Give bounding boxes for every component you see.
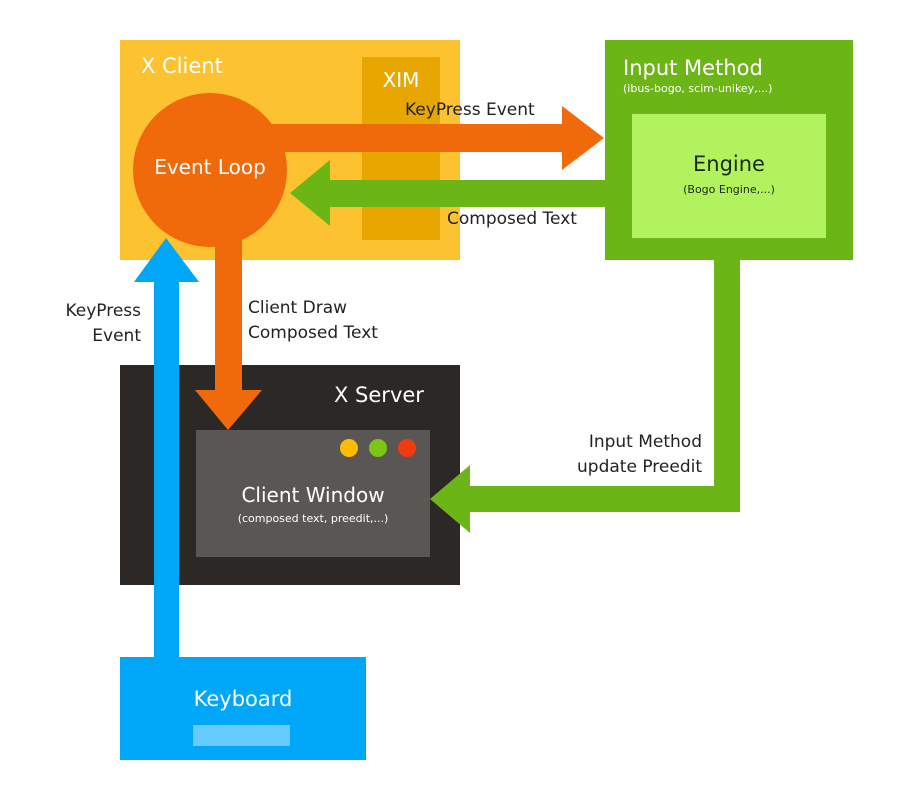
client-window-box bbox=[196, 430, 430, 557]
window-minimize-dot bbox=[340, 439, 358, 457]
keyboard-event-label-line1: KeyPress bbox=[65, 301, 141, 321]
client-window-title: Client Window bbox=[241, 483, 385, 507]
composed-text-label: Composed Text bbox=[447, 209, 577, 229]
keypress-arrow-right bbox=[270, 106, 604, 170]
client-draw-label-line1: Client Draw bbox=[248, 298, 348, 318]
preedit-label-line2: update Preedit bbox=[577, 457, 702, 477]
keyboard-key-icon bbox=[193, 725, 290, 746]
engine-box bbox=[632, 114, 826, 238]
keypress-event-label: KeyPress Event bbox=[405, 100, 535, 120]
client-draw-label-line2: Composed Text bbox=[248, 323, 378, 343]
keyboard-event-label-line2: Event bbox=[92, 326, 141, 346]
keyboard-arrow-up bbox=[134, 238, 199, 658]
event-loop-label: Event Loop bbox=[154, 155, 266, 179]
client-draw-arrow-down bbox=[195, 240, 262, 430]
composed-text-arrow-left bbox=[290, 160, 606, 226]
xim-label: XIM bbox=[382, 68, 420, 92]
event-loop-circle bbox=[133, 93, 287, 247]
engine-title: Engine bbox=[693, 152, 765, 176]
x-client-title: X Client bbox=[141, 54, 223, 78]
window-maximize-dot bbox=[369, 439, 387, 457]
engine-subtitle: (Bogo Engine,...) bbox=[683, 183, 775, 196]
input-method-subtitle: (ibus-bogo, scim-unikey,...) bbox=[623, 82, 773, 95]
preedit-label-line1: Input Method bbox=[588, 432, 702, 452]
client-window-subtitle: (composed text, preedit,...) bbox=[237, 512, 389, 525]
x-server-title: X Server bbox=[334, 383, 424, 407]
input-method-title: Input Method bbox=[623, 56, 763, 80]
keyboard-title: Keyboard bbox=[193, 687, 293, 711]
window-close-dot bbox=[398, 439, 416, 457]
preedit-arrow bbox=[430, 258, 740, 533]
